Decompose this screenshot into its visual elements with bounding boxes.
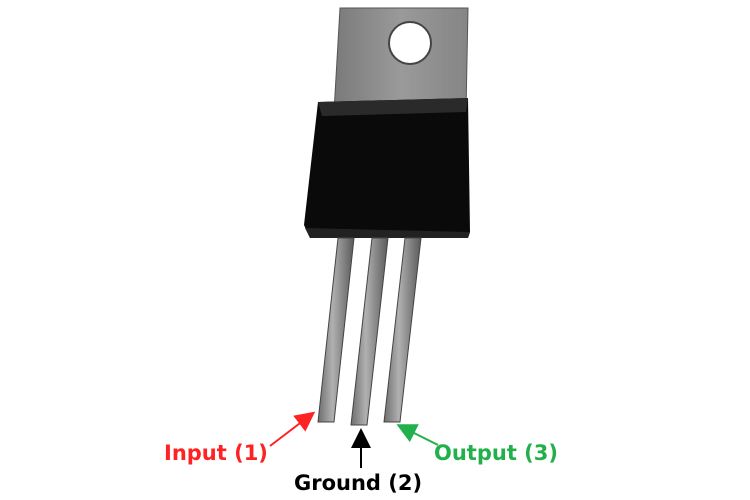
heatsink-tab <box>333 7 469 113</box>
lead-pin-2 <box>350 237 389 426</box>
lead-pin-1 <box>317 237 355 423</box>
lead-pin-3 <box>383 237 422 423</box>
input-arrow <box>269 411 316 447</box>
input-label: Input (1) <box>164 441 268 465</box>
package-body <box>304 98 470 238</box>
output-arrow <box>396 424 439 446</box>
output-label: Output (3) <box>434 441 558 465</box>
ground-label: Ground (2) <box>294 471 422 495</box>
mounting-hole <box>388 21 432 65</box>
